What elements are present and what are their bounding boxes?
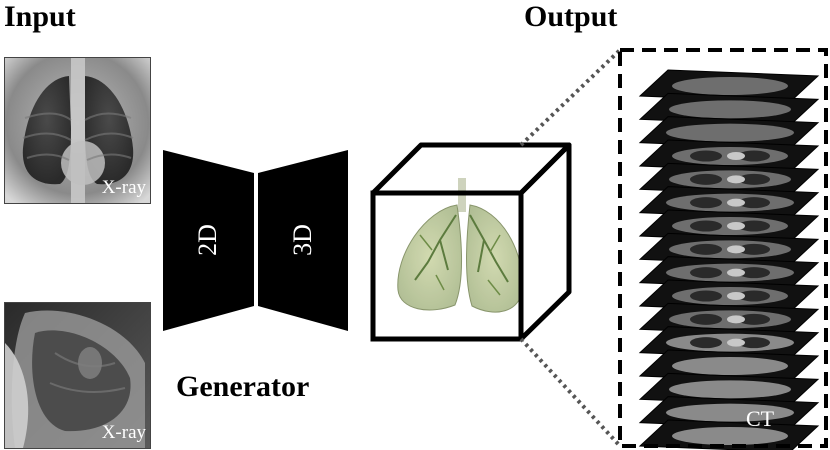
ct-slice-body xyxy=(672,357,788,375)
ct-slice-lung xyxy=(738,173,770,185)
ct-slice-lung xyxy=(738,197,770,209)
ct-slice-lung xyxy=(738,267,770,279)
lateral-xray-label: X-ray xyxy=(101,422,146,443)
decoder-block xyxy=(258,150,348,331)
output-volume-cube xyxy=(370,142,572,342)
ct-slice-lung xyxy=(738,243,770,255)
ct-slice-body xyxy=(672,427,788,445)
ct-slice-lung xyxy=(738,313,770,325)
connector-line-bottom xyxy=(519,337,622,448)
ct-slice-body xyxy=(669,100,791,119)
ct-slice-lung xyxy=(690,220,722,232)
ct-slice-body xyxy=(666,403,794,422)
ct-slice-heart xyxy=(727,268,745,277)
generator-heading: Generator xyxy=(176,370,310,403)
ct-slice-lung xyxy=(738,337,770,349)
lung-volume xyxy=(397,178,523,313)
ct-slice-heart xyxy=(727,338,745,347)
output-heading: Output xyxy=(524,0,618,33)
ct-slice-body xyxy=(669,380,791,399)
ct-slice-lung xyxy=(690,173,722,185)
decoder-label: 3D xyxy=(288,224,317,256)
ct-slice-lung xyxy=(690,243,722,255)
ct-slice-lung xyxy=(690,197,722,209)
ct-slice-heart xyxy=(727,198,745,207)
ct-slice-lung xyxy=(690,313,722,325)
ct-stack-frame xyxy=(618,48,828,448)
ct-slice-lung xyxy=(738,220,770,232)
encoder-block xyxy=(163,150,254,331)
ct-slice-heart xyxy=(727,245,745,254)
ct-slice-heart xyxy=(727,175,745,184)
ct-slice-lung xyxy=(690,150,722,162)
ct-slice-lung xyxy=(738,290,770,302)
frontal-xray-label: X-ray xyxy=(101,177,146,198)
ct-slice-lung xyxy=(690,267,722,279)
ct-slice-heart xyxy=(727,152,745,160)
connector-line-top xyxy=(519,48,622,147)
encoder-label: 2D xyxy=(193,224,222,256)
ct-slice-body xyxy=(666,123,794,142)
ct-slice-lung xyxy=(690,337,722,349)
lateral-xray-drawing xyxy=(5,303,150,448)
ct-slice-heart xyxy=(727,292,745,300)
ct-slice-stack xyxy=(638,69,820,450)
ct-slice-heart xyxy=(727,315,745,324)
ct-label: CT xyxy=(746,406,775,431)
lateral-xray-image: X-ray xyxy=(4,302,151,449)
frontal-xray-image: X-ray xyxy=(4,57,151,204)
ct-slice-body xyxy=(672,77,788,95)
frontal-xray-drawing xyxy=(5,58,150,203)
ct-slice-lung xyxy=(738,150,770,162)
ct-slice-lung xyxy=(690,290,722,302)
ct-slice-heart xyxy=(727,222,745,230)
input-heading: Input xyxy=(4,0,76,33)
